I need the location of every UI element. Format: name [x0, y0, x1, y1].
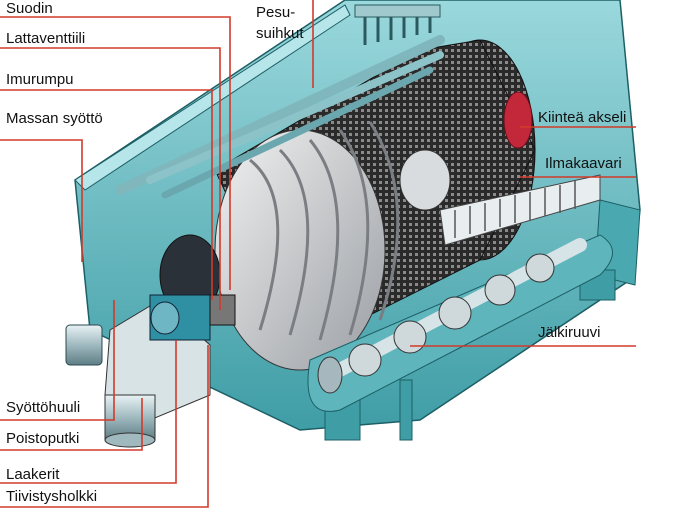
label-ilmakaavari: Ilmakaavari: [545, 155, 622, 172]
label-suodin: Suodin: [6, 0, 53, 17]
leader-lines: [0, 0, 636, 508]
wash-showers: [115, 4, 445, 199]
label-jalkiruuvi: Jälkiruuvi: [538, 324, 601, 341]
label-imurumpu: Imurumpu: [6, 71, 74, 88]
label-tiivistysholkki: Tiivistysholkki: [6, 488, 98, 505]
label-lattaventtiili: Lattaventtiili: [6, 30, 86, 47]
legs: [65, 269, 616, 441]
label-massan-syotto: Massan syöttö: [6, 110, 103, 127]
label-poistoputki: Poistoputki: [6, 430, 80, 447]
label-pesusuihkut-line1: Pesu-: [256, 4, 296, 21]
label-laakerit: Laakerit: [6, 466, 60, 483]
label-syottohuuli: Syöttöhuuli: [6, 399, 81, 416]
label-kiintea-akseli: Kiinteä akseli: [538, 109, 627, 126]
vacuum-drum: [214, 39, 536, 371]
label-pesusuihkut-line2: suihkut: [256, 25, 304, 42]
fixed-shaft: [503, 91, 533, 149]
air-doctor: [439, 174, 601, 246]
bearing-assembly: [149, 234, 236, 341]
after-screw: [307, 234, 613, 412]
